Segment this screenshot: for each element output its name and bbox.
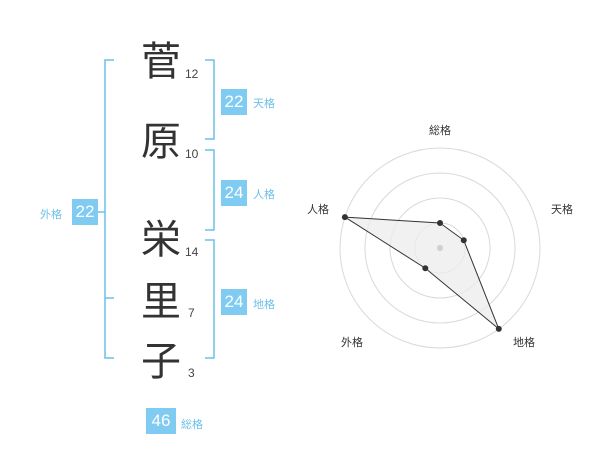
- radar-ring-4: [339, 147, 541, 349]
- chikaku-label: 地格: [253, 298, 275, 311]
- radar-center-dot: [437, 245, 443, 251]
- tenkaku-value-badge: 22: [221, 89, 247, 115]
- stroke-count-5: 3: [188, 366, 195, 380]
- name-char-2: 原: [141, 119, 181, 165]
- radar-point-2: [460, 237, 467, 244]
- name-char-5: 子: [141, 339, 181, 385]
- gaikaku-value-badge: 22: [72, 199, 98, 225]
- soukaku-label: 総格: [181, 418, 203, 431]
- chikaku-value-badge: 24: [221, 289, 247, 315]
- radar-point-4: [422, 265, 429, 272]
- gaikaku-label: 外格: [40, 208, 62, 221]
- radar-axis-label-chikaku: 地格: [513, 335, 535, 349]
- stroke-count-2: 10: [185, 147, 199, 161]
- radar-data-polygon: [344, 216, 500, 330]
- radar-axis-label-jinkaku: 人格: [307, 202, 329, 216]
- jinkaku-value-badge: 24: [221, 180, 247, 206]
- radar-point-1: [437, 220, 443, 226]
- radar-point-3: [495, 325, 502, 332]
- radar-axis-label-soukaku: 総格: [429, 123, 451, 137]
- stroke-count-4: 7: [188, 306, 195, 320]
- radar-point-5: [341, 214, 348, 221]
- soukaku-value-badge: 46: [146, 408, 176, 434]
- stroke-count-1: 12: [185, 67, 199, 81]
- stroke-count-3: 14: [185, 245, 199, 259]
- radar-axis-label-gaikaku: 外格: [341, 335, 363, 349]
- name-char-4: 里: [141, 279, 181, 325]
- name-char-3: 栄: [141, 217, 181, 263]
- name-char-1: 菅: [141, 39, 181, 85]
- jinkaku-label: 人格: [253, 188, 275, 201]
- radar-ring-3: [364, 172, 516, 324]
- radar-ring-2: [389, 197, 491, 299]
- tenkaku-label: 天格: [253, 97, 275, 110]
- radar-axis-label-tenkaku: 天格: [551, 202, 573, 216]
